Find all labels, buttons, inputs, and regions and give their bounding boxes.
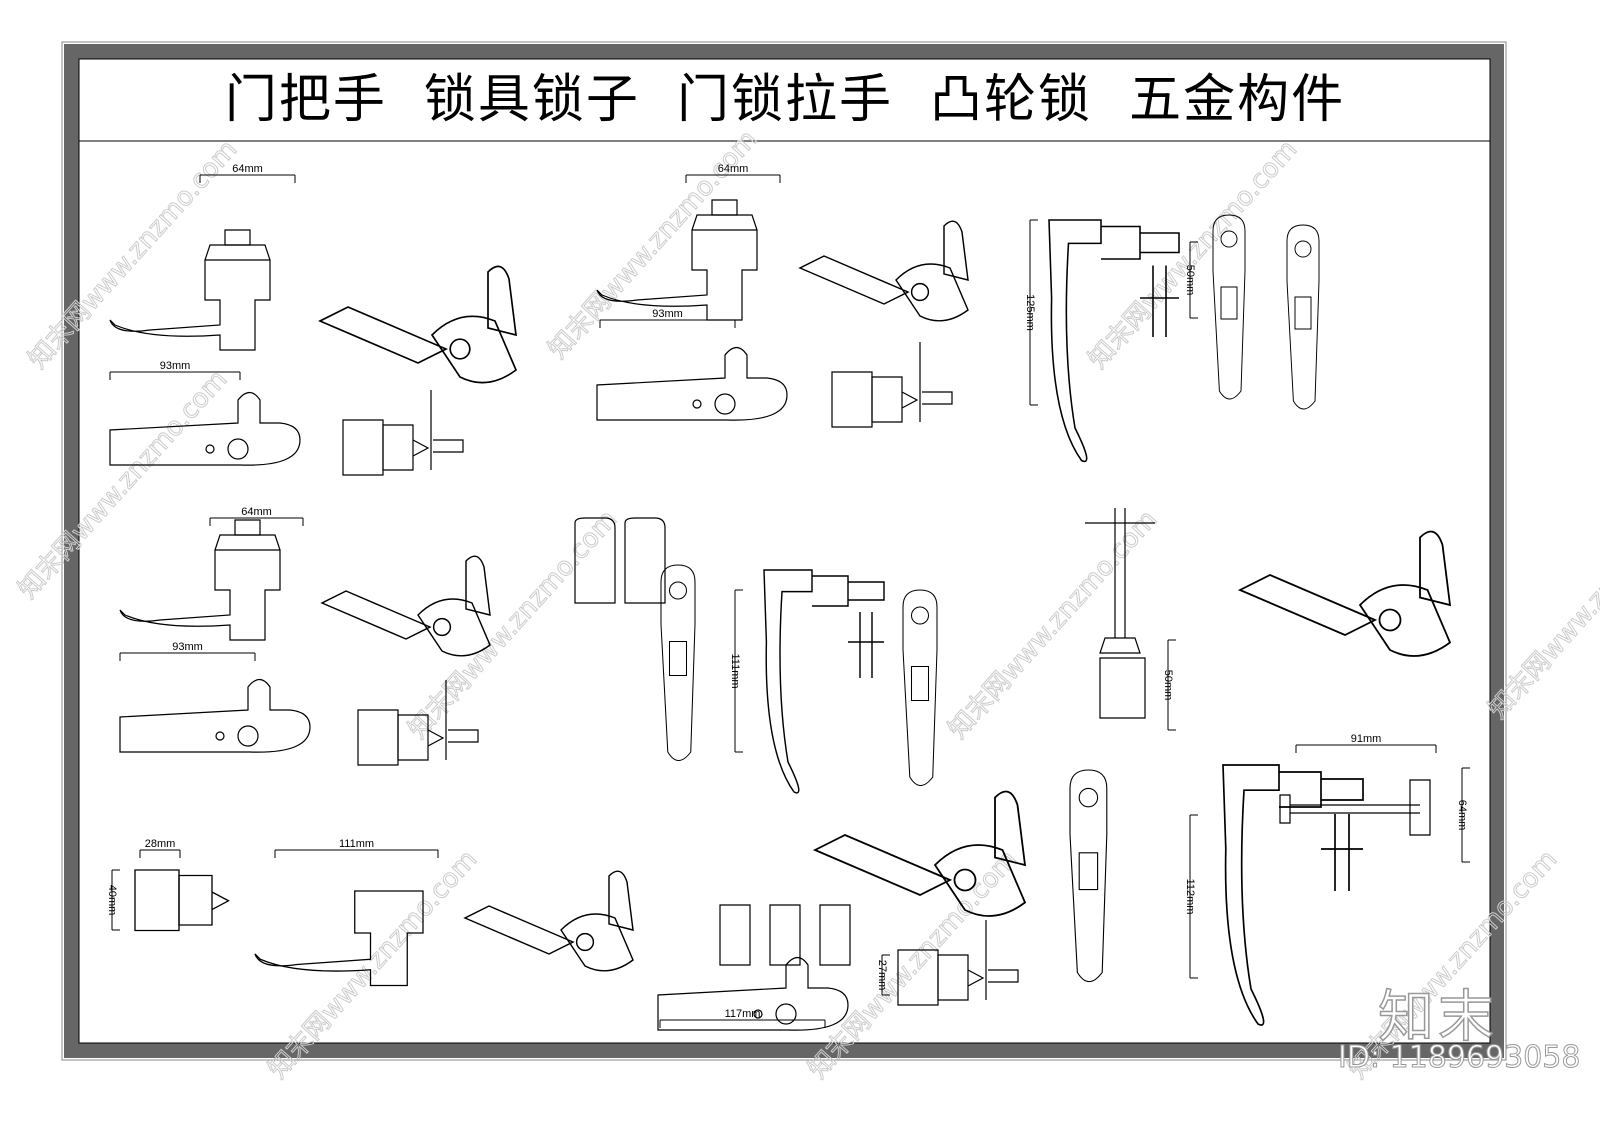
handle-perspective-view xyxy=(812,790,1027,917)
dimension-line: 64mm xyxy=(209,506,304,526)
outer-border xyxy=(61,41,1507,1061)
parts-layer xyxy=(109,199,1452,1031)
dimension-label: 117mm xyxy=(725,1008,761,1020)
watermark-id: ID: 1189693058 xyxy=(1337,1040,1581,1076)
handle-front-view xyxy=(596,346,788,421)
handle-front-view xyxy=(119,678,311,753)
dimension-label: 27mm xyxy=(876,960,888,991)
dimension-label: 111mm xyxy=(729,653,741,688)
dimension-label: 111mm xyxy=(339,838,374,850)
dimension-label: 64mm xyxy=(241,506,272,518)
dimension-line: 64mm xyxy=(199,163,296,183)
dimension-line: 64mm xyxy=(685,163,781,183)
plate-variants xyxy=(574,517,666,604)
dimension-label: 28mm xyxy=(145,838,176,850)
handle-perspective-view xyxy=(320,555,491,657)
dimension-label: 40mm xyxy=(106,885,118,916)
drawing-area xyxy=(78,58,1491,1044)
handle-side-view xyxy=(596,199,758,321)
dimension-line: 112mm xyxy=(1184,814,1198,979)
handle-side-view xyxy=(109,229,271,351)
cam-lock-top-view xyxy=(719,904,851,966)
cam-lock-side-view xyxy=(357,680,479,766)
dimension-line: 50mm xyxy=(1162,639,1176,731)
handle-front-view xyxy=(657,956,849,1031)
lever-side-view xyxy=(763,569,885,794)
handle-side-view xyxy=(119,519,281,641)
dimension-label: 112mm xyxy=(1184,879,1196,915)
handle-side-view xyxy=(254,890,424,987)
cam-lock-side-view xyxy=(897,920,1019,1006)
dimension-label: 64mm xyxy=(232,163,263,175)
handle-front-view xyxy=(109,391,301,466)
cam-lock-side-view xyxy=(831,342,953,428)
dimension-label: 93mm xyxy=(172,641,203,653)
handle-vertical-front xyxy=(1212,214,1246,400)
dimension-label: 64mm xyxy=(1456,800,1468,831)
watermark-logo: 知末 xyxy=(1377,984,1498,1051)
long-bolt xyxy=(1279,779,1431,836)
dimension-line: 117mm xyxy=(659,1008,826,1028)
handle-vertical-front xyxy=(660,564,696,762)
handle-vertical-front xyxy=(1069,769,1108,983)
handle-perspective-view xyxy=(1237,530,1452,657)
dimension-label: 50mm xyxy=(1162,670,1174,701)
handle-vertical-perspective xyxy=(902,589,938,787)
cam-lock-front xyxy=(134,869,230,932)
dimension-line: 125mm xyxy=(1024,219,1038,406)
dimension-label: 93mm xyxy=(160,360,191,372)
dimension-line: 27mm xyxy=(876,954,890,996)
dimension-line: 91mm xyxy=(1295,733,1437,753)
dimension-line: 50mm xyxy=(1184,241,1198,319)
dimension-layer: 64mm 93mm 64mm 93mm 125mm 50mm 64mm 93mm 111mm 50… xyxy=(106,163,1470,1028)
dimension-label: 91mm xyxy=(1351,733,1382,745)
lever-side-view xyxy=(1222,764,1364,1026)
dimension-line: 111mm xyxy=(729,589,743,753)
dimension-label: 50mm xyxy=(1184,265,1196,296)
bolt-lock-assembly xyxy=(1085,508,1155,719)
sheet-title: 门把手 锁具锁子 门锁拉手 凸轮锁 五金构件 xyxy=(224,70,1346,130)
dimension-line: 64mm xyxy=(1456,767,1470,863)
dimension-line: 111mm xyxy=(274,838,439,858)
handle-vertical-perspective xyxy=(1286,224,1320,410)
handle-perspective-view xyxy=(318,265,518,384)
dimension-line: 93mm xyxy=(119,641,256,661)
handle-perspective-view xyxy=(463,870,634,972)
dimension-line: 40mm xyxy=(106,869,120,931)
dimension-label: 93mm xyxy=(652,308,683,320)
lever-side-view xyxy=(1048,219,1180,463)
dimension-line: 93mm xyxy=(599,308,736,328)
dimension-label: 64mm xyxy=(718,163,749,175)
dimension-label: 125mm xyxy=(1024,294,1036,331)
cam-lock-side-view xyxy=(342,390,464,476)
handle-perspective-view xyxy=(798,220,969,322)
dimension-line: 93mm xyxy=(109,360,241,380)
dimension-line: 28mm xyxy=(139,838,181,858)
